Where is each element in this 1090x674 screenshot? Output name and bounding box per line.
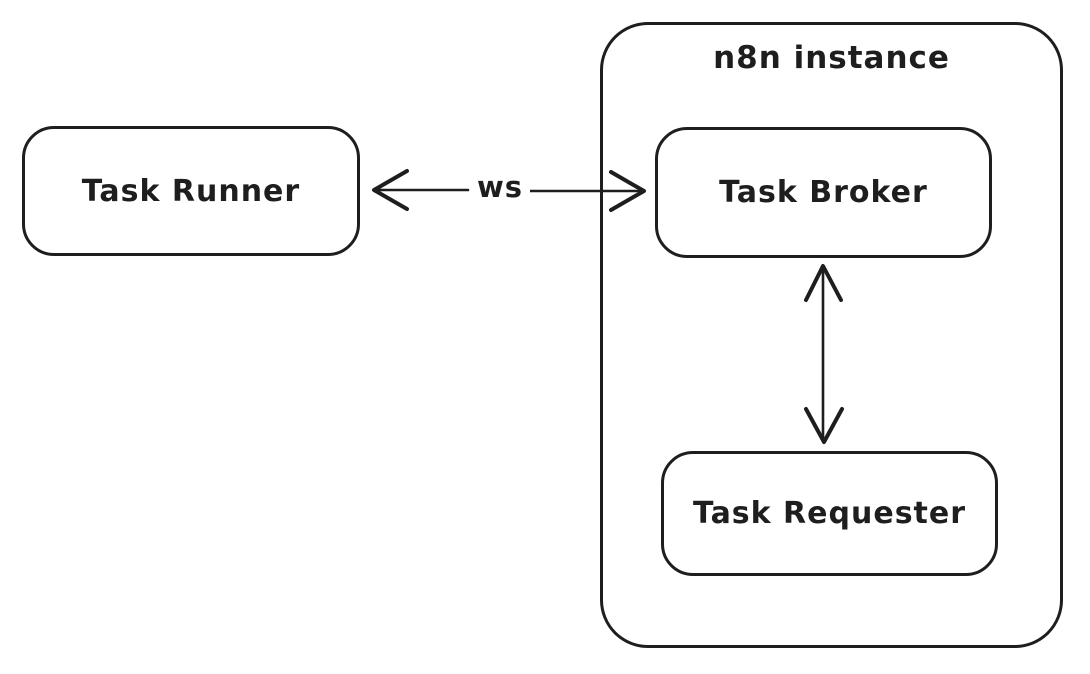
node-task-runner-label: Task Runner (81, 173, 301, 209)
node-task-runner: Task Runner (22, 126, 360, 256)
group-n8n-instance-label: n8n instance (713, 40, 950, 76)
node-task-requester: Task Requester (661, 451, 998, 576)
node-task-requester-label: Task Requester (692, 496, 967, 531)
edge-runner-broker-label: ws (470, 170, 530, 204)
node-task-broker-label: Task Broker (719, 175, 928, 210)
node-task-broker: Task Broker (655, 127, 992, 258)
